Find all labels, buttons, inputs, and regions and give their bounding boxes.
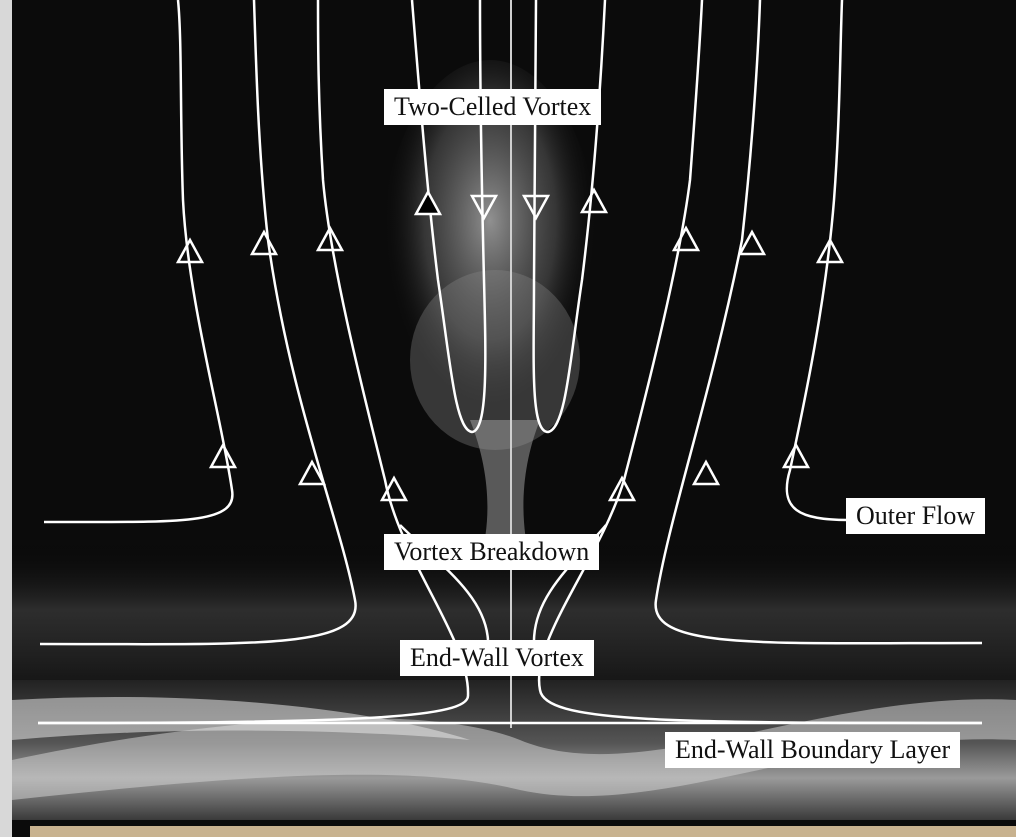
two-celled-vortex-label: Two-Celled Vortex <box>384 89 601 125</box>
left-edge-strip <box>0 0 12 837</box>
end-wall-boundary-layer-label: End-Wall Boundary Layer <box>665 732 960 768</box>
vortex-breakdown-label: Vortex Breakdown <box>384 534 599 570</box>
bottom-strip <box>30 826 1016 837</box>
outer-flow-label: Outer Flow <box>846 498 985 534</box>
end-wall-vortex-label: End-Wall Vortex <box>400 640 594 676</box>
